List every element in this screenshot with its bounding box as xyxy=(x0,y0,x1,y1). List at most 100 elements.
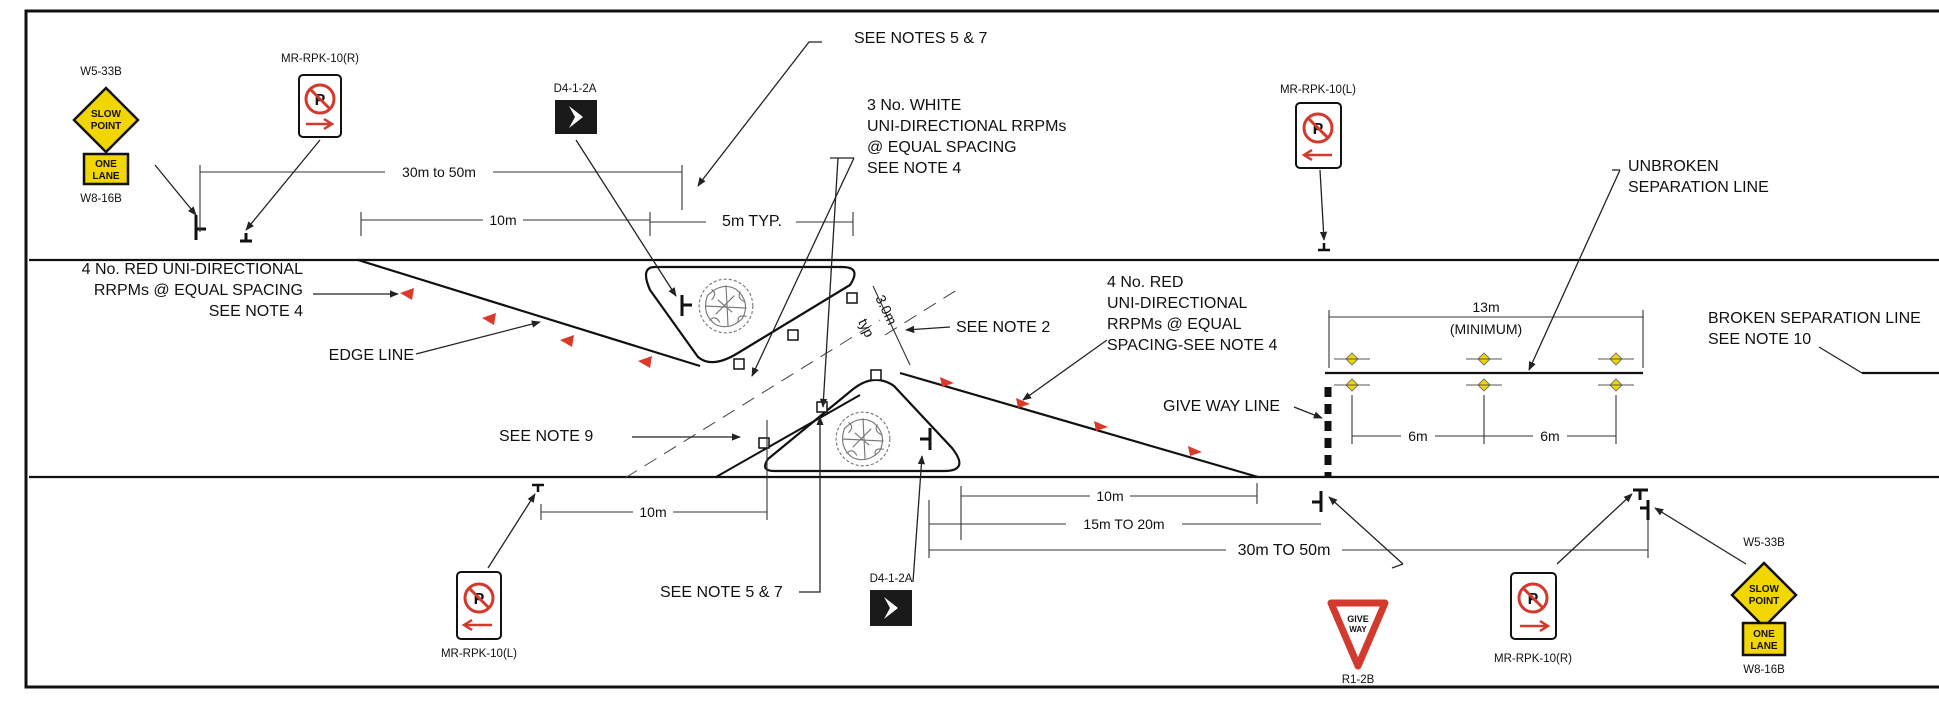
dim-15-20: 15m TO 20m xyxy=(1083,516,1164,532)
label-broken-sep-1: BROKEN SEPARATION LINE xyxy=(1708,310,1921,327)
slow-point-diamond xyxy=(1730,561,1798,629)
red-rrpm xyxy=(638,356,652,368)
label-w5-33b-left: W5-33B xyxy=(80,66,122,78)
arrow-right-icon xyxy=(1520,619,1551,633)
label-broken-sep-2: SEE NOTE 10 xyxy=(1708,331,1811,348)
post-right-pair xyxy=(1633,488,1650,520)
sign-post-upper-island xyxy=(680,295,692,316)
label-red-rrpms-left-1: 4 No. RED UNI-DIRECTIONAL xyxy=(82,261,303,278)
white-rrpm xyxy=(816,401,828,413)
post-giveway xyxy=(1312,491,1323,512)
white-rrpm xyxy=(733,358,745,370)
label-d4-1-2a-top: D4-1-2A xyxy=(554,83,597,95)
sign-no-parking-right-bottom: P xyxy=(1510,572,1557,640)
label-see-note-9: SEE NOTE 9 xyxy=(499,428,593,445)
yellow-rrpm-ticks xyxy=(1334,358,1634,386)
label-edge-line: EDGE LINE xyxy=(329,347,414,364)
sign-text-one: ONE xyxy=(95,159,117,170)
label-white-rrpms-4: SEE NOTE 4 xyxy=(867,160,961,177)
dim-3m-typ: 3.0m xyxy=(872,292,900,327)
traffic-island-lower xyxy=(764,378,961,473)
sign-chevron-top xyxy=(555,100,597,134)
no-parking-slash xyxy=(309,88,331,110)
one-lane-plate xyxy=(1741,621,1787,657)
dim-3m-typ-b: typ xyxy=(855,316,878,340)
no-parking-slash xyxy=(1307,117,1329,139)
sign-text-one: ONE xyxy=(1753,629,1775,640)
label-d4-1-2a-bottom: D4-1-2A xyxy=(870,573,913,585)
dim-6m-b: 6m xyxy=(1540,428,1559,444)
sign-slow-point-left: SLOW POINT ONE LANE xyxy=(72,86,140,186)
white-rrpm xyxy=(846,292,858,304)
sign-post-lower-island xyxy=(920,428,932,450)
label-red-rrpms-right-4: SPACING-SEE NOTE 4 xyxy=(1107,337,1278,354)
dim-5m-typ: 5m TYP. xyxy=(722,213,782,230)
edge-line-taper-left xyxy=(357,258,701,368)
chevron-right-icon xyxy=(884,597,898,619)
label-see-note-2: SEE NOTE 2 xyxy=(956,319,1050,336)
edge-line-taper-right xyxy=(899,371,1259,479)
label-white-rrpms-2: UNI-DIRECTIONAL RRPMs xyxy=(867,118,1066,135)
red-rrpm xyxy=(1016,398,1030,408)
red-rrpm xyxy=(1188,446,1202,456)
island-lower-nose xyxy=(715,394,861,478)
label-r1-2b: R1-2B xyxy=(1342,674,1375,686)
label-red-rrpms-right-2: UNI-DIRECTIONAL xyxy=(1107,295,1248,312)
label-give-way-line: GIVE WAY LINE xyxy=(1163,398,1280,415)
post-mr-left xyxy=(240,233,252,243)
label-w8-16b-right: W8-16B xyxy=(1743,664,1785,676)
sign-text-point: POINT xyxy=(1749,596,1780,607)
arrow-left-icon xyxy=(1301,148,1332,162)
label-unbroken-1: UNBROKEN xyxy=(1628,158,1719,175)
red-rrpm xyxy=(400,288,414,300)
red-rrpm xyxy=(940,377,954,387)
no-parking-slash xyxy=(1522,587,1544,609)
dim-10m-bottom-right: 10m xyxy=(1096,488,1123,504)
centre-dashed-line xyxy=(624,319,881,479)
one-lane-plate xyxy=(82,152,130,186)
sign-text-point: POINT xyxy=(91,121,122,132)
arrow-left-icon xyxy=(461,618,492,632)
sign-no-parking-right-top: P xyxy=(298,74,342,138)
dim-10m-top: 10m xyxy=(489,212,516,228)
label-red-rrpms-right-3: RRPMs @ EQUAL xyxy=(1107,316,1242,333)
dim-6m-a: 6m xyxy=(1408,428,1427,444)
sign-text-give: GIVE xyxy=(1347,614,1369,624)
sign-no-parking-left-top: P xyxy=(1295,102,1342,169)
sign-chevron-bottom xyxy=(870,590,912,626)
label-see-note-5-7-bottom: SEE NOTE 5 & 7 xyxy=(660,584,783,601)
sign-no-parking-left-bottom: P xyxy=(456,571,502,640)
give-way-triangle xyxy=(1327,599,1389,670)
traffic-island-upper xyxy=(644,265,856,364)
sign-give-way: GIVE WAY xyxy=(1327,599,1389,670)
label-mr-rpk-10l-top: MR-RPK-10(L) xyxy=(1280,84,1356,96)
label-mr-rpk-10r-left: MR-RPK-10(R) xyxy=(281,53,359,65)
post-w5-left xyxy=(194,215,206,240)
centre-dashed-line-2 xyxy=(884,287,961,336)
dim-13m: 13m xyxy=(1472,299,1499,315)
dim-13m-min: (MINIMUM) xyxy=(1450,321,1522,337)
no-parking-slash xyxy=(468,587,490,609)
label-white-rrpms-1: 3 No. WHITE xyxy=(867,97,961,114)
white-rrpm xyxy=(758,437,770,449)
label-unbroken-2: SEPARATION LINE xyxy=(1628,179,1769,196)
slow-point-diamond xyxy=(72,86,140,154)
sign-text-lane: LANE xyxy=(1750,641,1778,652)
label-red-rrpms-left-3: SEE NOTE 4 xyxy=(209,303,303,320)
sign-text-way: WAY xyxy=(1349,625,1367,634)
red-rrpm xyxy=(1094,421,1108,431)
label-w8-16b-left: W8-16B xyxy=(80,193,122,205)
sign-text-slow: SLOW xyxy=(1749,584,1780,595)
label-mr-rpk-10l-bottom: MR-RPK-10(L) xyxy=(441,648,517,660)
post-mr-bottom-left xyxy=(532,483,544,492)
label-w5-33b-right: W5-33B xyxy=(1743,537,1785,549)
white-rrpm xyxy=(787,329,799,341)
sign-text-lane: LANE xyxy=(92,171,120,182)
chevron-right-icon xyxy=(569,106,583,128)
label-red-rrpms-left-2: RRPMs @ EQUAL SPACING xyxy=(94,282,303,299)
label-mr-rpk-10r-bottom: MR-RPK-10(R) xyxy=(1494,653,1572,665)
dim-10m-bottom-left: 10m xyxy=(639,504,666,520)
dim-30-50-top: 30m to 50m xyxy=(402,164,476,180)
